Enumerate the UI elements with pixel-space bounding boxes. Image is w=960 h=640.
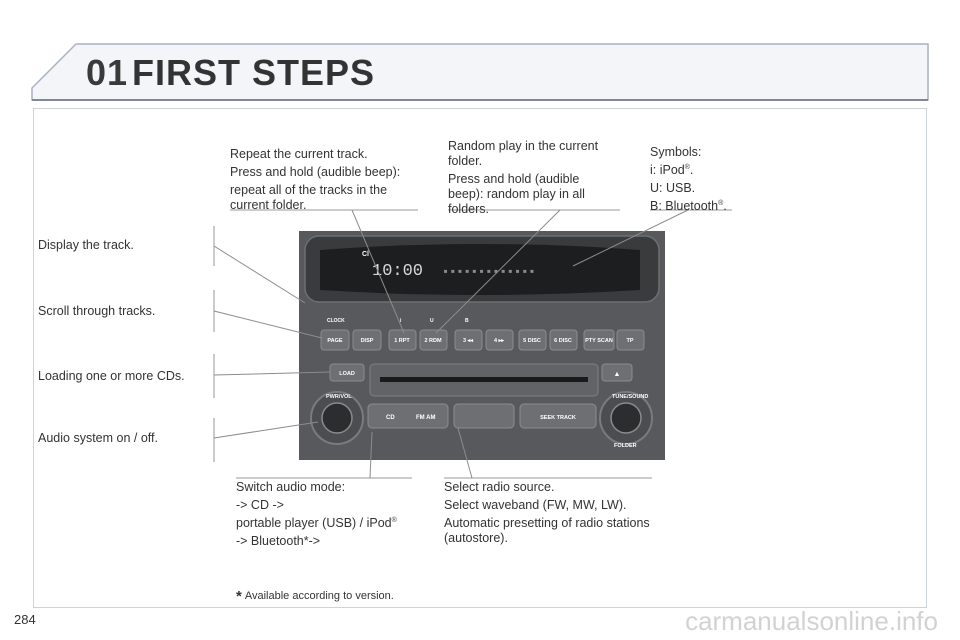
tp-button[interactable]	[616, 329, 645, 351]
display-time: 10:00	[372, 262, 423, 281]
ipod-symbol-label: i	[400, 318, 402, 324]
scroll-tracks-label: Scroll through tracks.	[38, 304, 156, 318]
seek-back-button[interactable]	[454, 329, 483, 351]
folder-label: FOLDER	[614, 443, 637, 449]
disp-button[interactable]	[352, 329, 382, 351]
select-source-line-3: Automatic presetting of radio stations (…	[444, 516, 650, 545]
clock-label: CLOCK	[327, 318, 345, 324]
switch-mode-callout: Switch audio mode: -> CD -> portable pla…	[236, 480, 426, 552]
symbols-bluetooth: B: Bluetooth®.	[650, 199, 727, 213]
seek-back-button-label: 3 ◂◂	[463, 338, 474, 344]
disc-up-button[interactable]	[549, 329, 578, 351]
watermark: carmanualsonline.info	[685, 606, 938, 636]
pty-scan-button[interactable]	[583, 329, 615, 351]
blank-button[interactable]	[453, 403, 515, 429]
bluetooth-symbol-label: B	[465, 318, 469, 324]
pty-scan-button-label: PTY SCAN	[585, 338, 613, 344]
eject-button[interactable]	[601, 363, 633, 382]
repeat-line-3: repeat all of the tracks in the current …	[230, 183, 388, 212]
repeat-line-1: Repeat the current track.	[230, 147, 368, 161]
page-button[interactable]	[320, 329, 350, 351]
cd-button-label: CD	[386, 415, 395, 421]
repeat-callout: Repeat the current track. Press and hold…	[230, 147, 420, 216]
seek-forward-button-label: 4 ▸▸	[494, 338, 505, 344]
random-line-2: Press and hold (audible beep): random pl…	[448, 172, 585, 216]
disp-button-label: DISP	[361, 338, 374, 344]
symbols-callout: Symbols: i: iPod®. U: USB. B: Bluetooth®…	[650, 145, 760, 217]
display-track-label: Display the track.	[38, 238, 134, 252]
switch-mode-line-2: -> CD ->	[236, 498, 284, 512]
audio-on-off-label: Audio system on / off.	[38, 431, 158, 445]
page-button-label: PAGE	[327, 338, 343, 344]
switch-mode-line-3: portable player (USB) / iPod®	[236, 516, 397, 530]
repeat-line-2: Press and hold (audible beep):	[230, 165, 401, 179]
disc-down-button[interactable]	[518, 329, 547, 351]
footnote-star: *	[236, 588, 242, 605]
rdm-button-label: 2 RDM	[424, 338, 442, 344]
random-line-1: Random play in the current folder.	[448, 139, 599, 168]
seek-track-button-label: SEEK TRACK	[540, 415, 576, 421]
cd-fm-am-button-group[interactable]	[367, 403, 449, 429]
select-source-line-2: Select waveband (FW, MW, LW).	[444, 498, 627, 512]
switch-mode-line-4: -> Bluetooth*->	[236, 534, 321, 548]
random-callout: Random play in the current folder. Press…	[448, 139, 616, 220]
select-source-line-1: Select radio source.	[444, 480, 555, 494]
loading-cds-label: Loading one or more CDs.	[38, 369, 185, 383]
display-indicator: Cl	[362, 251, 369, 258]
symbols-ipod: i: iPod®.	[650, 163, 694, 177]
chapter-number: 01	[86, 52, 129, 93]
tune-sound-label: TUNE/SOUND	[612, 394, 648, 400]
select-source-callout: Select radio source. Select waveband (FW…	[444, 480, 664, 549]
header-band	[0, 0, 960, 108]
chapter-title: FIRST STEPS	[132, 52, 376, 93]
radio-unit: Cl 10:00 ▪▪▪▪▪▪▪▪▪▪▪▪▪ CLOCK i U B PAGE …	[299, 231, 665, 460]
tp-button-label: TP	[626, 338, 633, 344]
rdm-button[interactable]	[419, 329, 448, 351]
switch-mode-line-1: Switch audio mode:	[236, 480, 346, 494]
seek-forward-button[interactable]	[485, 329, 514, 351]
seek-track-button[interactable]	[519, 403, 597, 429]
eject-icon: ▲	[614, 371, 621, 378]
disc-up-button-label: 6 DISC	[554, 338, 572, 344]
fm-am-button-label: FM AM	[416, 415, 435, 421]
symbols-usb: U: USB.	[650, 181, 696, 195]
footnote: *Available according to version.	[236, 588, 394, 605]
symbols-title: Symbols:	[650, 145, 702, 159]
disc-down-button-label: 5 DISC	[523, 338, 541, 344]
rpt-button-label: 1 RPT	[394, 338, 410, 344]
usb-symbol-label: U	[430, 318, 434, 324]
page-number: 284	[14, 612, 36, 627]
cd-slot[interactable]	[380, 377, 588, 382]
pwr-vol-label: PWR/VOL	[326, 394, 352, 400]
header-shape	[31, 43, 929, 101]
footnote-text: Available according to version.	[244, 590, 394, 602]
display-segments: ▪▪▪▪▪▪▪▪▪▪▪▪▪	[442, 265, 536, 279]
load-button-label: LOAD	[339, 371, 355, 377]
